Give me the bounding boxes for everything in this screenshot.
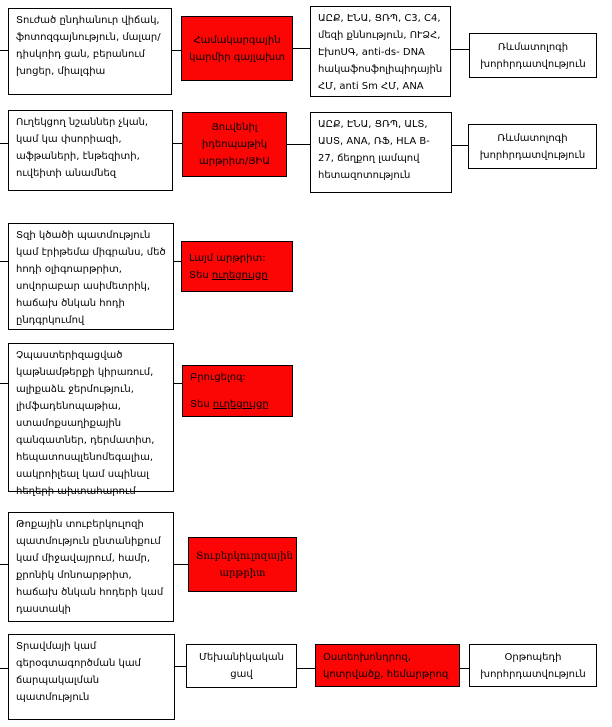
mechanical-pain-box: Մեխանիկական ցավ — [186, 644, 297, 688]
connector-line — [0, 261, 8, 262]
findings-box-lyme: Տզի կծածի պատմություն կամ էրիթեմա միգրան… — [8, 223, 174, 330]
diagnosis-box-tb: Տուբերկուլոզային արթրիտ — [188, 537, 297, 592]
referral-box-rheumatologist-2: Ռևմատոլոգի խորհրդատվություն — [468, 124, 597, 169]
see-prefix: Տես — [189, 269, 212, 281]
connector-line — [287, 144, 310, 145]
diagnosis-label: Տուբերկուլոզային արթրիտ — [196, 550, 293, 579]
mechanism-label: Մեխանիկական ցավ — [199, 652, 284, 680]
tests-box-jia: ԱԸՔ, ԷՆԱ, ՑՌՊ, ԱԼՏ, ԱՍՏ, ANA, ՌՖ, HLA B-… — [310, 112, 452, 193]
connector-line — [293, 48, 310, 49]
connector-line — [172, 50, 181, 51]
tests-box-lupus: ԱԸՔ, ԷՆԱ, ՑՌՊ, C3, C4, մեզի քննություն, … — [310, 6, 451, 97]
diagnosis-box-lyme: Լայմ արթրիտ: Տես ուղեցույցը — [181, 241, 293, 292]
guideline-link[interactable]: ուղեցույցը — [211, 269, 268, 281]
connector-line — [173, 143, 182, 144]
referral-label: Օրթոպեդի խորհրդատվություն — [480, 651, 586, 680]
referral-label: Ռևմատոլոգի խորհրդատվություն — [480, 41, 586, 70]
connector-line — [0, 564, 8, 565]
diagnosis-label: Համակարգային կարմիր գայլախտ — [189, 34, 285, 63]
findings-box-lupus: Տուժած ընդհանուր վիճակ, ֆոտոզգայնություն… — [8, 8, 172, 95]
connector-line — [460, 668, 469, 669]
connector-line — [174, 261, 181, 262]
referral-box-orthopedist: Օրթոպեդի խորհրդատվություն — [469, 644, 597, 687]
connector-line — [0, 143, 8, 144]
diagnosis-box-jia: Յուվենիլ իդեոպաթիկ արթրիտ/ՅԻԱ — [182, 112, 287, 177]
guideline-link[interactable]: ուղեցույցը — [212, 399, 269, 410]
connector-line — [174, 383, 182, 384]
diagnosis-label: Օստեոխոնդրոզ, կոտրվածք, հեմարթրոզ — [323, 651, 449, 680]
connector-line — [297, 668, 315, 669]
see-prefix: Տես — [190, 399, 213, 410]
see-guideline-line: Տես ուղեցույցը — [189, 267, 285, 284]
connector-line — [452, 145, 468, 146]
diagnosis-label: Յուվենիլ իդեոպաթիկ արթրիտ/ՅԻԱ — [198, 122, 271, 167]
findings-box-jia: Ուղեկցող նշաններ չկան, կամ կա փսորիազի, … — [8, 110, 173, 191]
diagnosis-box-osteochondrosis: Օստեոխոնդրոզ, կոտրվածք, հեմարթրոզ — [315, 644, 460, 687]
referral-label: Ռևմատոլոգի խորհրդատվություն — [479, 132, 586, 161]
connector-line — [0, 383, 8, 384]
diagnosis-box-lupus: Համակարգային կարմիր գայլախտ — [181, 16, 293, 81]
diagnosis-label: Լայմ արթրիտ: — [189, 252, 266, 264]
referral-box-rheumatologist-1: Ռևմատոլոգի խորհրդատվություն — [469, 33, 597, 78]
see-guideline-line: Տես ուղեցույցը — [190, 396, 285, 413]
diagnosis-label: Բրուցելոզ: — [190, 372, 246, 383]
connector-line — [175, 666, 186, 667]
diagnosis-box-brucellosis: Բրուցելոզ: Տես ուղեցույցը — [182, 365, 293, 417]
connector-line — [451, 49, 469, 50]
connector-line — [174, 564, 188, 565]
connector-line — [0, 668, 8, 669]
findings-box-trauma: Տրավմայի կամ գերօգտագործման կամ ճարպակալ… — [8, 634, 175, 720]
connector-line — [0, 50, 8, 51]
findings-box-tb: Թոքային տուբերկուլոզի պատմություն ընտանի… — [8, 512, 174, 622]
findings-box-brucellosis: Չպաստերիզացված կաթնամթերքի կիրառում, ալի… — [8, 343, 174, 497]
